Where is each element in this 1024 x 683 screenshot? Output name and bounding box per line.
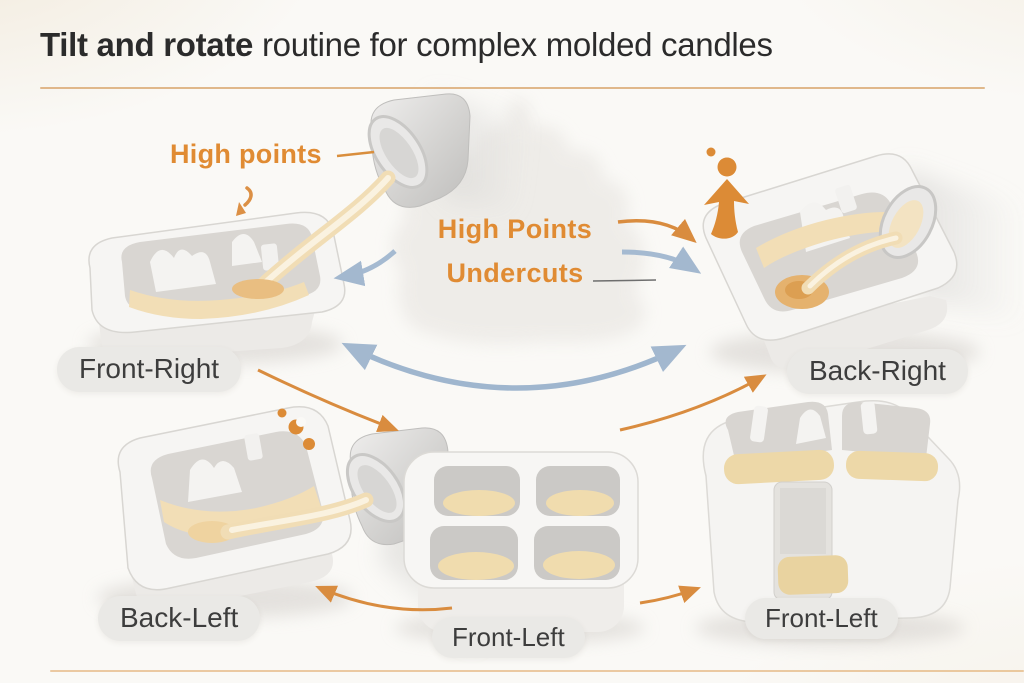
arrow-up-to-back-right (619, 374, 767, 432)
pour-stream-highlight (229, 497, 369, 533)
cavity-detail (150, 249, 216, 292)
cavity-detail (188, 459, 242, 502)
cavity-detail (232, 234, 262, 266)
drip-indicator-front-right (236, 186, 253, 216)
arrow-cycle-arc (341, 342, 687, 391)
tilt-up-indicator (704, 147, 749, 239)
wax-pool (443, 490, 515, 516)
arrow-center-to-back-left (315, 585, 453, 612)
pitcher-front-right (232, 93, 530, 299)
mold-cavity (842, 402, 931, 458)
wax-pool (129, 282, 309, 319)
pitcher-mouth-inner (357, 465, 397, 513)
center-label-high-points: High Points (437, 214, 593, 244)
wax-splash (232, 279, 284, 299)
page-title-emphasis: Tilt and rotate (40, 26, 254, 63)
footer-divider (50, 670, 1024, 672)
arrow-center-to-front-right (333, 249, 397, 287)
undercuts-pointer-line (592, 279, 657, 282)
cavity-detail (796, 409, 826, 444)
pitcher-back-right (801, 185, 938, 295)
cavity-post (244, 433, 263, 461)
wax-pool (777, 555, 849, 595)
stage-label-front-left-right: Front-Left (745, 598, 898, 639)
mold-front-right (87, 211, 346, 364)
arrow-center-to-back-right-blue (621, 246, 702, 274)
wax-pool (845, 450, 939, 482)
wax-pool (756, 212, 918, 268)
cavity-post (750, 405, 768, 443)
cavity-post (860, 401, 878, 435)
stage-label-back-left: Back-Left (98, 596, 261, 641)
pour-stream-highlight (263, 175, 391, 285)
page-title: Tilt and rotate routine for complex mold… (40, 26, 1000, 64)
center-annotation: High Points Undercuts (370, 216, 660, 304)
mold-front-left-center (395, 451, 645, 649)
title-divider (40, 87, 985, 89)
stage-label-back-right: Back-Right (787, 349, 968, 394)
stage-label-front-left-center: Front-Left (432, 617, 585, 658)
arrow-center-to-front-left-right (639, 585, 701, 605)
pour-stream-highlight (807, 235, 899, 289)
mold-back-right (702, 153, 1024, 374)
cavity-post (835, 184, 857, 214)
arrow-center-to-back-right-orange (617, 218, 697, 243)
drip-indicator-back-left (277, 408, 315, 450)
wax-pool (438, 552, 514, 580)
high-points-pointer-line (336, 150, 375, 158)
stage-label-front-right: Front-Right (57, 347, 242, 392)
channel-shade (780, 488, 826, 554)
pitcher-mouth-inner (379, 127, 419, 179)
wax-pool (543, 551, 615, 579)
arrow-front-right-outward (257, 368, 399, 433)
cavity-post (260, 243, 280, 271)
center-label-undercuts: Undercuts (446, 258, 584, 288)
page-title-rest: routine for complex molded candles (253, 26, 773, 63)
wax-pool (724, 449, 834, 485)
wax-pool (546, 490, 614, 516)
high-points-callout: High points (170, 139, 322, 169)
